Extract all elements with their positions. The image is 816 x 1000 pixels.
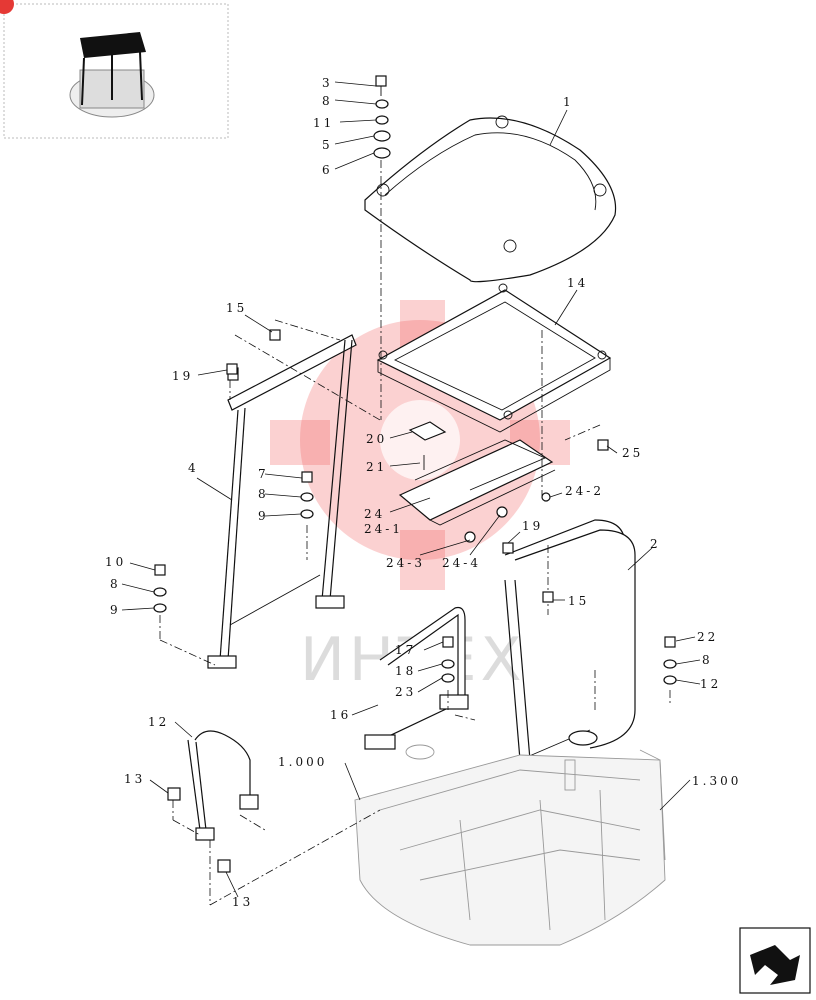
callout-22: 22 [697,630,718,644]
leader-lines [121,81,701,898]
callout-4: 4 [188,461,199,475]
callout-2: 2 [650,537,661,551]
callout-15-top: 15 [226,301,247,315]
callout-8-mid: 8 [258,487,269,501]
callout-8-top: 8 [322,94,333,108]
callout-13-bottom: 13 [232,895,253,909]
callout-24-2: 24-2 [565,484,604,498]
callout-25: 25 [622,446,643,460]
callout-24-3: 24-3 [386,556,425,570]
callout-17: 17 [395,643,416,657]
assembly-centerlines [159,160,671,906]
callout-9-mid: 9 [258,509,269,523]
part-right-post-2 [504,519,636,761]
part-bolt-stack-top [373,75,391,159]
callout-8-left: 8 [110,577,121,591]
callout-15-right: 15 [568,594,589,608]
callout-14: 14 [567,276,588,290]
callout-3: 3 [322,76,333,90]
callout-1300: 1.300 [692,774,741,788]
callout-9-left: 9 [110,603,121,617]
callout-11-right: 12 [700,677,721,691]
callout-24: 24 [364,507,385,521]
callout-5: 5 [322,138,333,152]
callout-1: 1 [563,95,574,109]
callout-16: 16 [330,708,351,722]
part-plate-24 [398,439,556,526]
callout-12: 12 [148,715,169,729]
callout-10: 10 [105,555,126,569]
callout-11-top: 11 [313,116,334,130]
callout-labels: 3 8 11 5 6 1 14 15 19 20 21 4 7 8 9 24 2… [105,76,741,909]
callout-6: 6 [322,163,333,177]
callout-7: 7 [258,467,269,481]
callout-19-left: 19 [172,369,193,383]
callout-13-left: 13 [124,772,145,786]
callout-21: 21 [366,460,387,474]
part-handle-12 [187,730,259,841]
callout-8-right: 8 [702,653,713,667]
callout-24-4: 24-4 [442,556,481,570]
callout-1000: 1.000 [278,755,327,769]
part-cover-20 [408,421,447,441]
next-page-arrow-icon[interactable] [739,927,811,994]
callout-19-right: 19 [522,519,543,533]
part-roof-frame [376,283,612,433]
callout-23: 23 [395,685,416,699]
callout-18: 18 [395,664,416,678]
thumbnail-inset [0,0,229,139]
part-roof-canopy [364,115,617,283]
callout-20: 20 [366,432,387,446]
callout-24-1: 24-1 [364,522,403,536]
base-assembly [354,744,666,946]
